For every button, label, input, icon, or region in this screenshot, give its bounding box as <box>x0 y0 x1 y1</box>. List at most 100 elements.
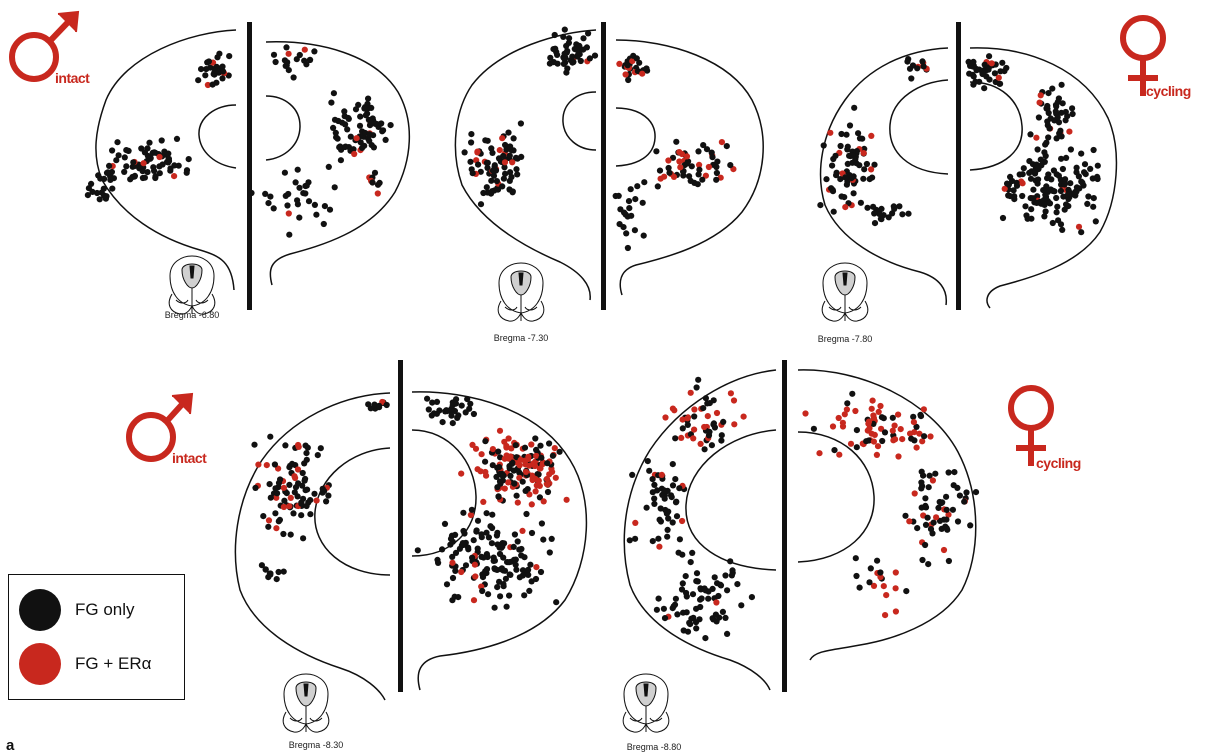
cell-dot <box>713 176 720 183</box>
cell-dot <box>889 414 896 421</box>
cell-dot <box>874 557 881 564</box>
cell-dot <box>484 164 491 171</box>
cell-dot <box>936 517 944 525</box>
cell-dot <box>561 55 568 62</box>
cell-dot <box>251 441 258 448</box>
cell-dot <box>852 407 859 415</box>
cell-dot <box>144 169 151 176</box>
cell-dot <box>503 442 510 450</box>
cell-dot <box>378 120 385 127</box>
cell-dot <box>494 186 502 193</box>
cell-dot <box>1078 150 1085 157</box>
cell-dot <box>1055 172 1062 179</box>
cell-dot <box>895 453 902 460</box>
cell-dot <box>489 511 496 518</box>
cell-dot <box>712 611 720 618</box>
cell-dot <box>672 595 680 602</box>
cell-dot <box>830 208 837 215</box>
cell-dot <box>837 142 844 150</box>
cell-dot <box>518 545 525 553</box>
cell-dot <box>857 199 865 206</box>
cell-dot <box>262 566 269 573</box>
cell-dot <box>1075 223 1083 230</box>
cell-dot <box>622 71 629 78</box>
cell-dot <box>972 489 980 496</box>
cell-dot <box>1041 213 1048 220</box>
cell-dot <box>689 591 697 598</box>
cell-dot <box>1046 125 1053 132</box>
cell-dot <box>356 122 364 129</box>
midline-bar <box>247 22 252 310</box>
cell-dot <box>1044 102 1051 110</box>
cell-dot <box>283 44 290 51</box>
cell-dot <box>489 446 496 453</box>
cell-dot <box>856 135 864 142</box>
cell-dot <box>387 122 394 129</box>
sex-label: intact <box>55 70 90 86</box>
cell-dot <box>922 495 929 502</box>
cell-dot <box>927 433 934 440</box>
cell-dot <box>528 501 535 508</box>
cell-dot <box>829 423 837 430</box>
cell-dot <box>676 149 683 156</box>
cell-dot <box>1050 167 1057 174</box>
cell-dot <box>458 470 465 477</box>
cell-dot <box>1033 134 1040 141</box>
cell-dot <box>535 477 542 484</box>
cell-dot <box>443 581 451 588</box>
cell-dot <box>727 162 734 169</box>
cell-dot <box>672 499 680 506</box>
cell-dot <box>704 413 711 420</box>
cell-dot <box>305 198 313 205</box>
cell-dot <box>723 143 730 150</box>
cell-dot <box>940 546 948 554</box>
cell-dot <box>624 62 631 69</box>
cell-dot <box>632 196 639 203</box>
brain-section-icon <box>622 673 670 733</box>
cell-dot <box>852 555 859 562</box>
cell-dot <box>665 157 672 164</box>
cell-dot <box>1090 146 1097 154</box>
cell-dot <box>121 168 128 175</box>
cell-dot <box>357 113 364 120</box>
cell-dot <box>727 390 735 397</box>
legend-label: FG only <box>75 600 135 619</box>
cell-dot <box>289 460 296 467</box>
cell-dot <box>470 410 477 418</box>
cell-dot <box>658 471 665 478</box>
cell-dot <box>730 397 738 404</box>
cell-dot <box>938 525 945 533</box>
cell-dot <box>695 148 702 155</box>
cell-dot <box>496 464 503 471</box>
cell-dot <box>319 485 326 492</box>
cell-dot <box>963 489 970 496</box>
cell-dot <box>1094 173 1101 180</box>
cell-dot <box>945 511 952 518</box>
cell-dot <box>294 466 302 473</box>
cell-dot <box>880 415 887 422</box>
cell-dot <box>663 510 671 517</box>
cell-dot <box>694 578 701 585</box>
cell-dot <box>842 204 849 211</box>
cell-dot <box>1037 156 1044 163</box>
cell-dot <box>640 232 647 239</box>
cell-dot <box>830 155 837 163</box>
cell-dot <box>493 532 500 539</box>
cell-dot <box>829 162 836 169</box>
cell-dot <box>472 573 479 580</box>
cell-dot <box>719 608 727 616</box>
cell-dot <box>220 68 227 75</box>
cell-dot <box>918 479 925 486</box>
cell-dot <box>267 433 274 440</box>
cell-dot <box>370 144 377 151</box>
cell-dot <box>452 531 459 539</box>
cell-dot <box>335 117 342 125</box>
cell-dot <box>272 485 279 492</box>
cell-dot <box>553 599 560 606</box>
cell-dot <box>1042 208 1049 215</box>
cell-dot <box>303 456 310 463</box>
cell-dot <box>675 549 682 556</box>
cell-dot <box>501 159 509 166</box>
cell-dot <box>510 467 517 474</box>
cell-dot <box>1064 113 1071 120</box>
